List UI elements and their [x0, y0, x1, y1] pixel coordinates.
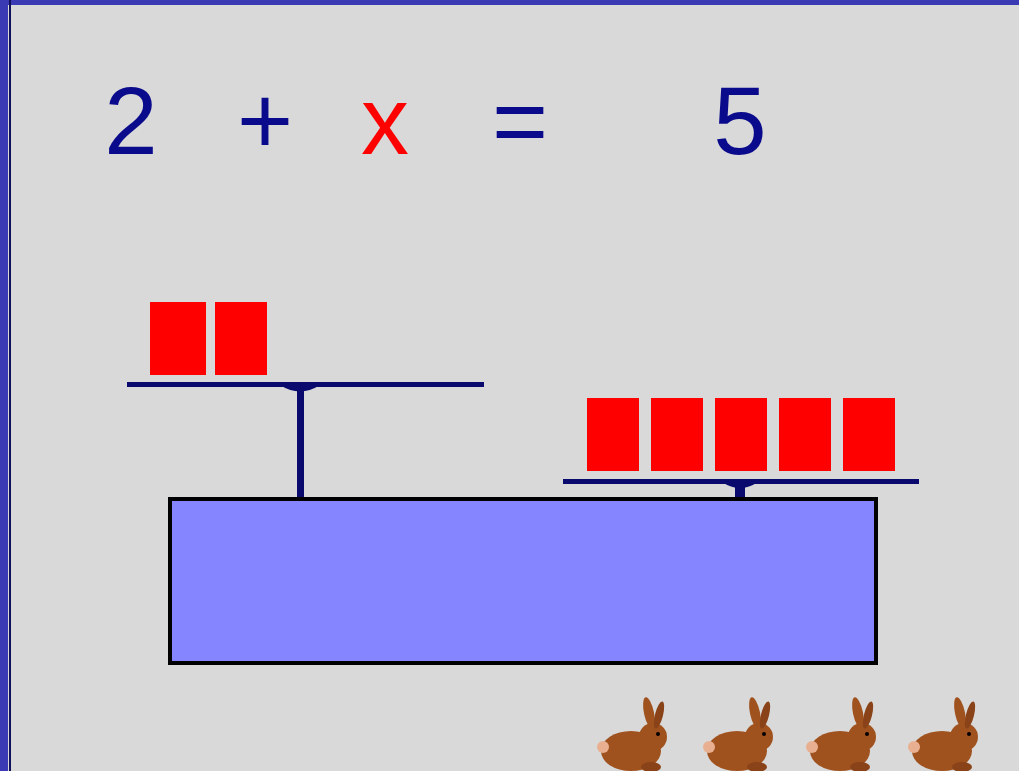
rabbit-icon: [806, 696, 876, 771]
left-border-line: [9, 0, 11, 771]
left-post: [297, 388, 304, 500]
weight-block: [651, 398, 703, 471]
top-border: [0, 0, 1019, 5]
weight-block: [150, 302, 206, 375]
rabbit-icon: [908, 696, 978, 771]
rabbit-icon: [597, 696, 667, 771]
left-pan: [127, 382, 484, 387]
rabbit-icon: [703, 696, 773, 771]
weight-block: [843, 398, 895, 471]
weight-block: [587, 398, 639, 471]
equation-term: =: [492, 73, 548, 169]
left-border: [0, 0, 8, 771]
weight-block: [715, 398, 767, 471]
right-pan: [563, 479, 919, 484]
equation-term: 2: [104, 73, 157, 169]
scale-base: [170, 499, 876, 663]
weight-block: [215, 302, 267, 375]
weight-block: [779, 398, 831, 471]
equation-term: +: [237, 73, 293, 169]
rabbit-row: [597, 696, 978, 771]
equation-term: x: [361, 73, 409, 169]
equation-term: 5: [713, 73, 766, 169]
